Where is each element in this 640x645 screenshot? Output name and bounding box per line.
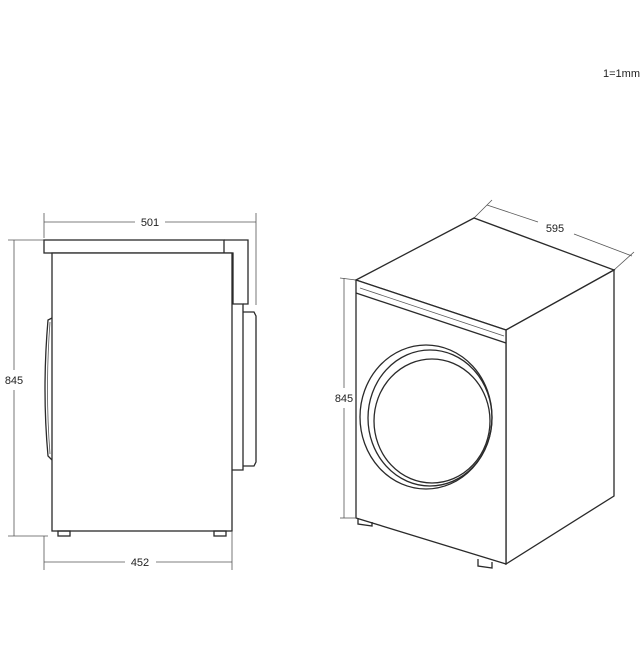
dim-845-iso-label: 845 xyxy=(335,393,353,405)
dim-595-line-left xyxy=(486,204,539,223)
iso-foot-front-left xyxy=(357,518,373,527)
side-top-panel xyxy=(43,239,225,254)
dim-845-side-label: 845 xyxy=(5,375,23,387)
dim-501-label: 501 xyxy=(141,217,159,229)
dim-595-ext-right xyxy=(613,251,635,271)
iso-top-lip-inner xyxy=(359,287,505,337)
iso-top-lip xyxy=(355,292,507,344)
side-view: 501 845 452 xyxy=(5,213,257,570)
iso-foot-front-right xyxy=(477,559,493,569)
side-foot-front xyxy=(57,530,71,537)
iso-front-face xyxy=(355,279,507,565)
scale-note: 1=1mm xyxy=(603,68,640,80)
side-door-bulge-inner xyxy=(47,321,51,455)
side-rear-panel xyxy=(232,303,244,471)
dim-595-line-right xyxy=(573,233,633,257)
side-door-bulge xyxy=(44,317,53,461)
dim-845-iso-ext-top xyxy=(339,277,357,281)
side-rear-cover xyxy=(243,311,257,467)
dim-595-ext-left xyxy=(473,199,493,219)
iso-door-glass xyxy=(373,358,491,484)
iso-view: 595 845 xyxy=(335,199,635,569)
iso-door-ring xyxy=(367,349,493,487)
side-foot-rear xyxy=(213,530,227,537)
side-cabinet xyxy=(51,252,233,532)
side-top-step xyxy=(224,239,249,305)
dim-595-label: 595 xyxy=(546,223,564,235)
dim-452-label: 452 xyxy=(131,557,149,569)
